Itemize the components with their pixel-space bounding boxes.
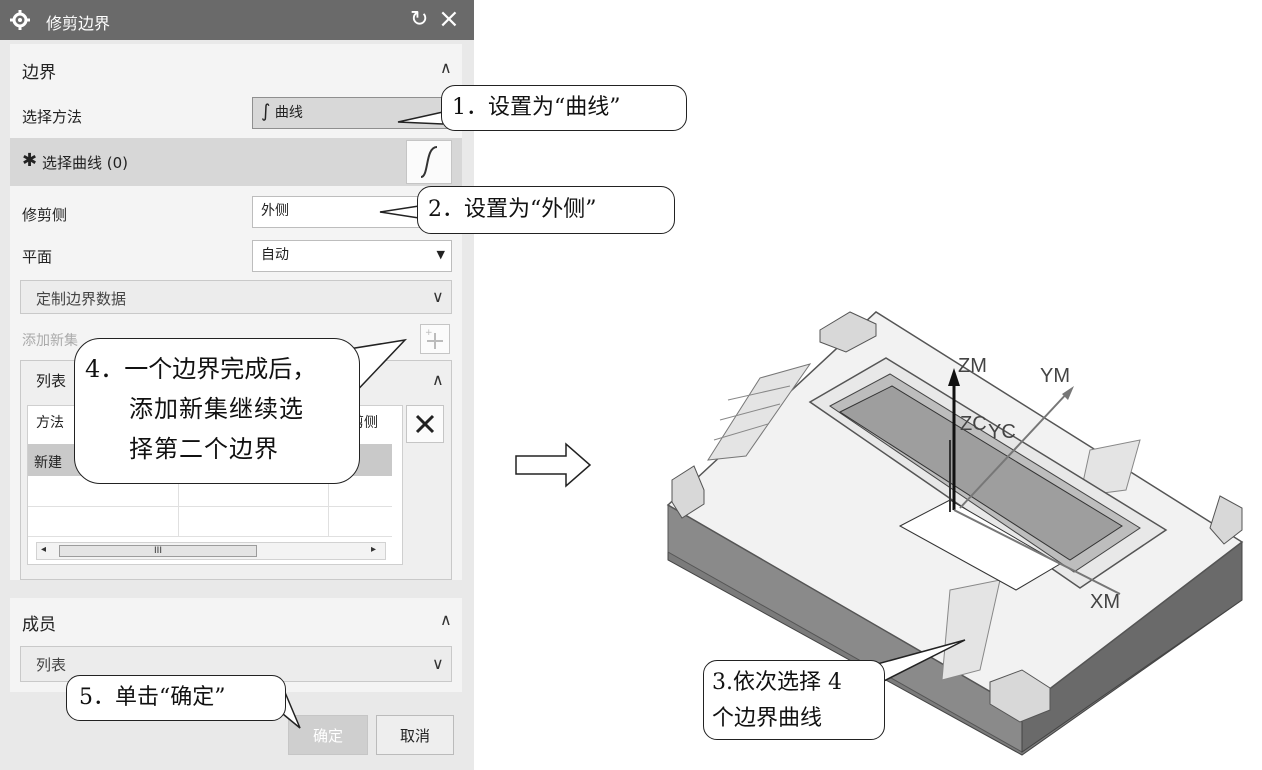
dialog-titlebar: 修剪边界 ↻ ×: [0, 0, 474, 40]
custom-boundary-group[interactable]: [20, 280, 452, 314]
plane-value: 自动: [261, 247, 289, 263]
add-set-icon: +: [425, 328, 443, 349]
table-cell-method: 新建: [34, 455, 62, 471]
scroll-right-icon[interactable]: ▸: [371, 544, 377, 555]
reset-icon[interactable]: ↻: [410, 7, 429, 32]
scroll-left-icon[interactable]: ◂: [41, 544, 47, 555]
chevron-down-icon: ▼: [436, 248, 445, 261]
collapse-list-icon[interactable]: ∧: [432, 370, 444, 389]
members-list-label: 列表: [36, 656, 67, 674]
axis-label-ym: YM: [1040, 365, 1070, 387]
callout-step-1: 1．设置为“曲线”: [441, 85, 687, 131]
custom-boundary-label: 定制边界数据: [36, 290, 127, 308]
select-method-dropdown[interactable]: ∫ 曲线: [252, 97, 452, 129]
curve-icon: ∫: [261, 101, 271, 122]
delete-x-icon: [415, 414, 435, 434]
required-asterisk-icon: ✱: [22, 150, 38, 171]
list-label: 列表: [36, 372, 67, 390]
trim-side-value: 外侧: [261, 203, 289, 219]
expand-custom-boundary-icon[interactable]: ∨: [432, 287, 444, 306]
select-curve-button[interactable]: [406, 140, 452, 184]
callout-step-5: 5．单击“确定”: [66, 675, 286, 721]
coordinate-axes: [948, 368, 1121, 595]
add-new-set-label: 添加新集: [22, 333, 78, 349]
collapse-boundary-icon[interactable]: ∧: [440, 58, 452, 77]
plane-label: 平面: [22, 248, 53, 266]
curve-icon: [420, 146, 438, 178]
delete-row-button[interactable]: [406, 405, 444, 443]
close-icon[interactable]: ×: [438, 4, 460, 34]
add-new-set-button[interactable]: +: [420, 324, 450, 354]
scroll-thumb[interactable]: III: [59, 545, 257, 557]
right-arrow-icon: [515, 442, 592, 488]
cancel-button[interactable]: 取消: [376, 715, 454, 755]
select-method-value: 曲线: [274, 105, 303, 121]
trim-side-label: 修剪侧: [22, 206, 68, 224]
svg-text:+: +: [425, 328, 433, 338]
axis-label-zm: ZM: [958, 355, 987, 377]
select-curve-row[interactable]: [10, 138, 462, 186]
callout-step-4: 4．一个边界完成后， 添加新集继续选 择第二个边界: [74, 338, 360, 484]
expand-members-list-icon[interactable]: ∨: [432, 654, 444, 673]
boundary-section-title: 边界: [22, 63, 56, 83]
callout-step-2: 2．设置为“外侧”: [417, 186, 675, 234]
mold-part-3d-view[interactable]: ZM YM ZC YC XM: [650, 290, 1260, 760]
axis-label-yc: YC: [988, 421, 1016, 443]
ok-button[interactable]: 确定: [288, 715, 368, 755]
gear-icon[interactable]: [10, 10, 30, 30]
members-section-title: 成员: [22, 615, 56, 635]
column-header-method[interactable]: 方法: [36, 415, 64, 431]
select-method-label: 选择方法: [22, 108, 83, 126]
plane-dropdown[interactable]: 自动 ▼: [252, 240, 452, 272]
axis-label-xm: XM: [1090, 591, 1120, 613]
dialog-title: 修剪边界: [46, 14, 111, 33]
horizontal-scrollbar[interactable]: ◂ III ▸: [36, 542, 386, 560]
callout-step-3: 3.依次选择 4 个边界曲线: [703, 660, 885, 740]
axis-label-zc: ZC: [960, 413, 987, 435]
select-curve-label: 选择曲线 (0): [42, 154, 129, 172]
collapse-members-icon[interactable]: ∧: [440, 610, 452, 629]
